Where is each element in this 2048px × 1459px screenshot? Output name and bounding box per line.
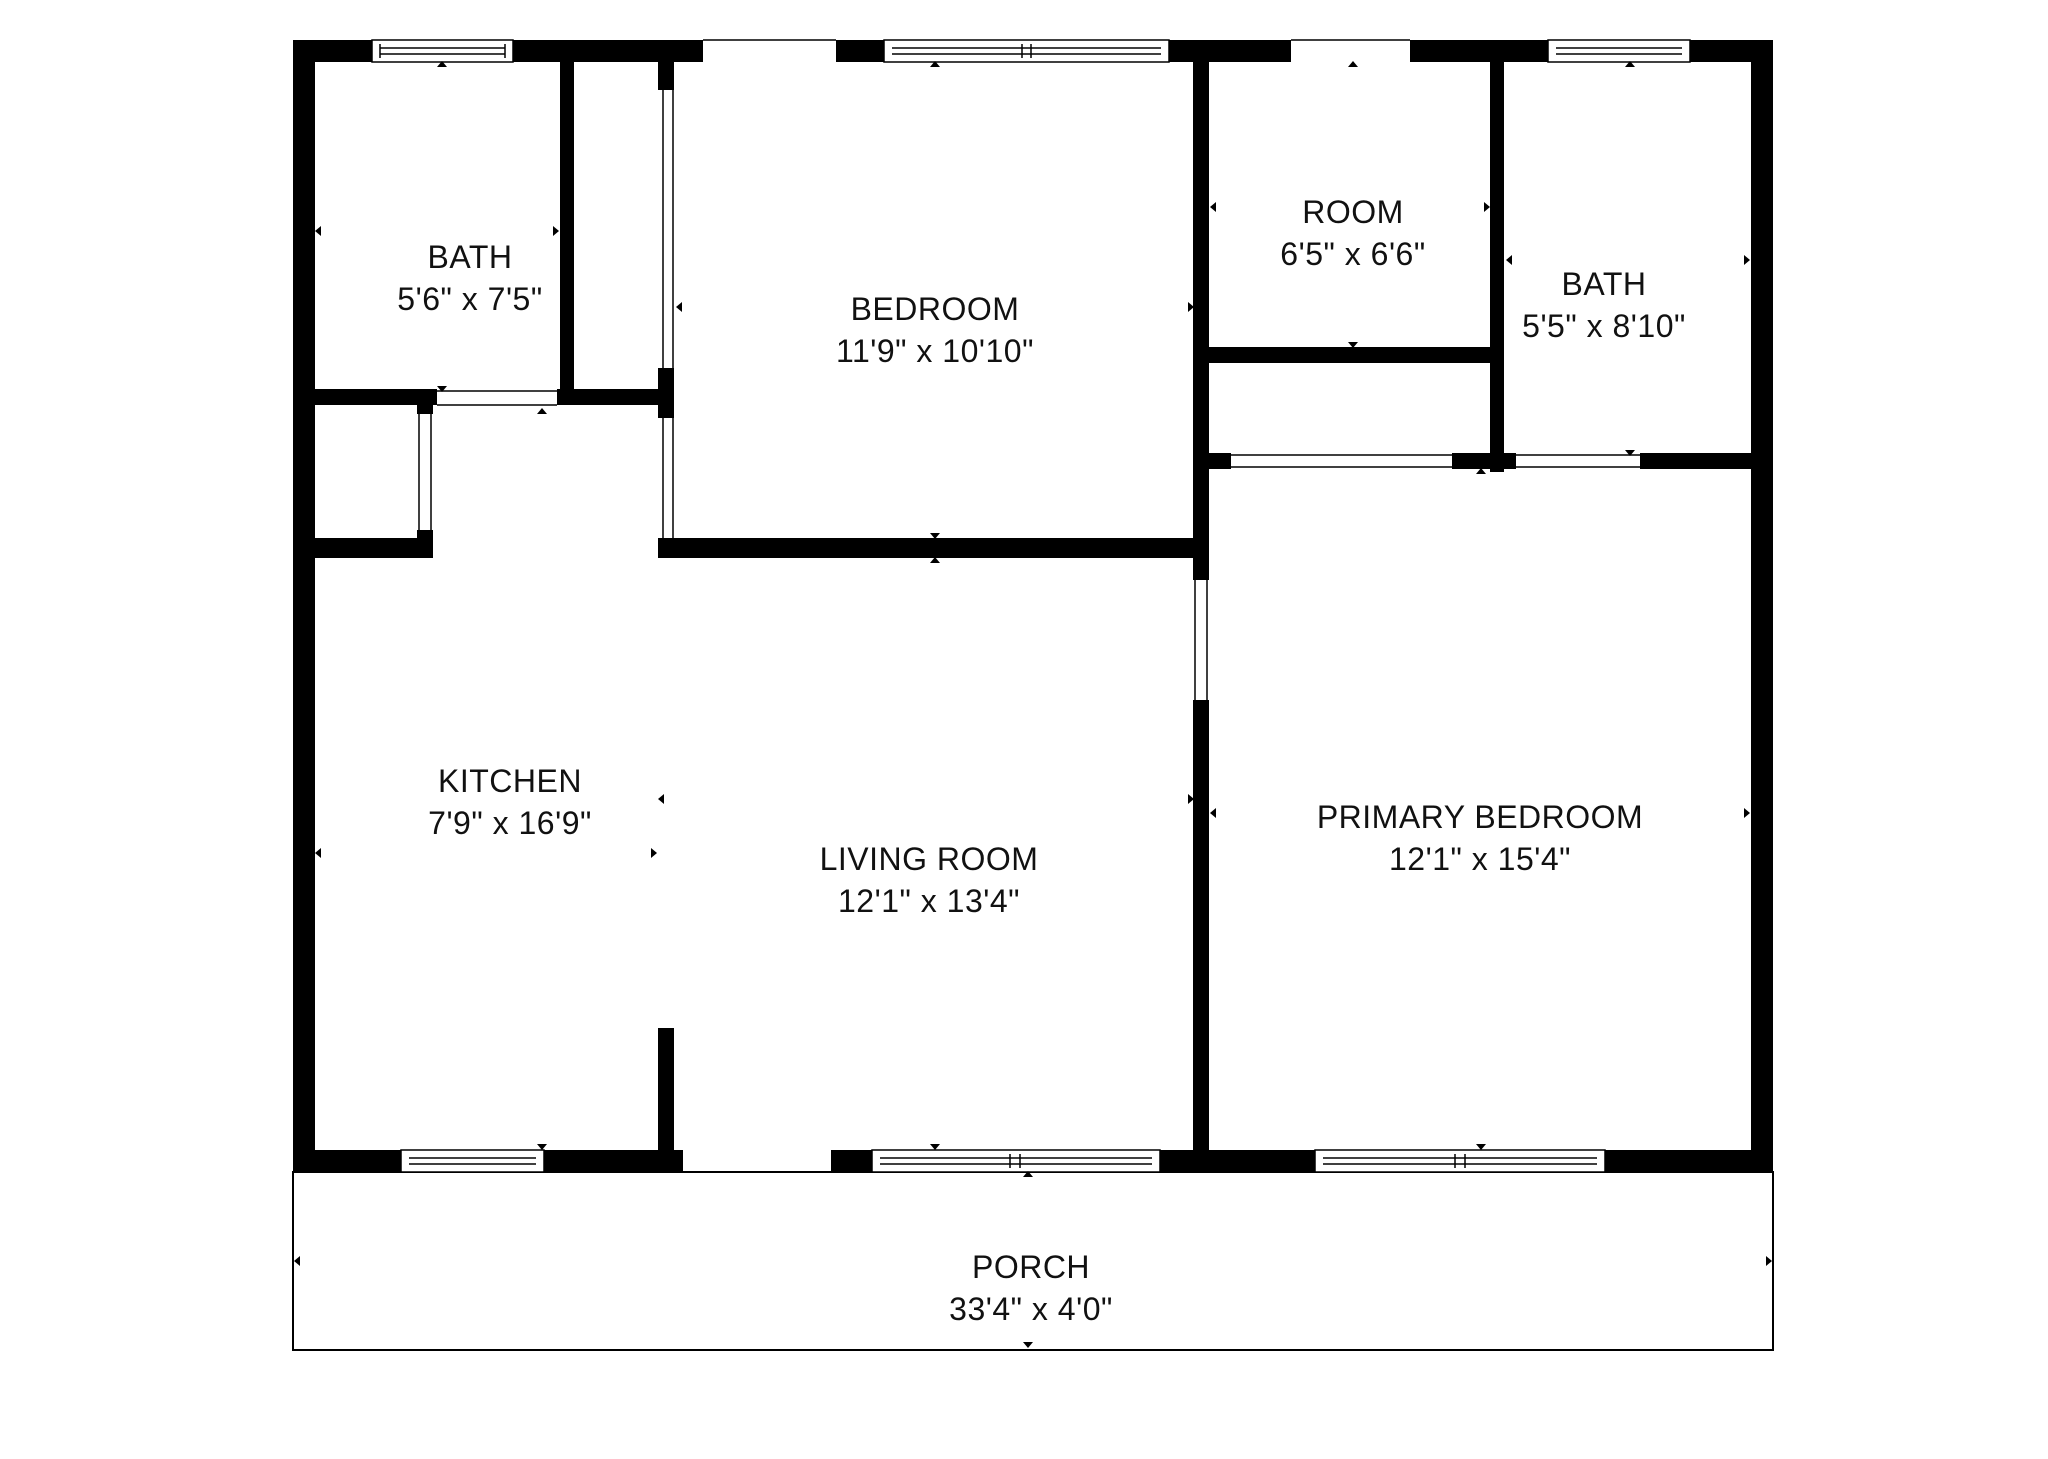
room-name-bath-2: BATH bbox=[1562, 266, 1647, 302]
window bbox=[371, 39, 514, 63]
wall-segment bbox=[1605, 1150, 1773, 1172]
wall-left bbox=[293, 40, 315, 1172]
window bbox=[883, 39, 1170, 63]
wall-segment bbox=[1490, 60, 1504, 472]
wall-segment bbox=[1209, 347, 1504, 363]
wall-segment bbox=[658, 538, 1200, 558]
wall-segment bbox=[1193, 60, 1209, 580]
wall-segment bbox=[1193, 453, 1231, 469]
room-name-bath-1: BATH bbox=[428, 239, 513, 275]
room-name-kitchen: KITCHEN bbox=[438, 763, 582, 799]
room-dims-bedroom: 11'9" x 10'10" bbox=[836, 333, 1034, 369]
window bbox=[1547, 39, 1691, 63]
room-dims-primary-bedroom: 12'1" x 15'4" bbox=[1389, 841, 1571, 877]
room-name-room: ROOM bbox=[1302, 194, 1404, 230]
wall-segment bbox=[1169, 40, 1291, 62]
windows bbox=[371, 39, 1691, 1173]
wall-segment bbox=[658, 1028, 674, 1172]
wall-segment bbox=[1410, 40, 1548, 62]
wall-segment bbox=[513, 40, 703, 62]
wall-segment bbox=[417, 400, 433, 414]
room-dims-bath-2: 5'5" x 8'10" bbox=[1522, 308, 1686, 344]
wall-segment bbox=[836, 40, 884, 62]
wall-segment bbox=[557, 389, 674, 405]
door-openings bbox=[418, 39, 1640, 1173]
room-name-living-room: LIVING ROOM bbox=[820, 841, 1039, 877]
wall-segment bbox=[1160, 1150, 1315, 1172]
wall-segment bbox=[293, 1150, 401, 1172]
window bbox=[871, 1149, 1161, 1173]
room-name-bedroom: BEDROOM bbox=[851, 291, 1020, 327]
room-dims-bath-1: 5'6" x 7'5" bbox=[397, 281, 542, 317]
walls bbox=[293, 40, 1773, 1172]
wall-segment bbox=[1193, 700, 1209, 1172]
wall-segment bbox=[1640, 453, 1773, 469]
room-labels: BATH 5'6" x 7'5" BEDROOM 11'9" x 10'10" … bbox=[397, 194, 1686, 1327]
wall-segment bbox=[560, 60, 574, 396]
wall-segment bbox=[417, 530, 433, 558]
wall-segment bbox=[658, 60, 674, 90]
window bbox=[400, 1149, 545, 1173]
room-dims-room: 6'5" x 6'6" bbox=[1280, 236, 1425, 272]
wall-segment bbox=[293, 538, 433, 558]
room-dims-kitchen: 7'9" x 16'9" bbox=[428, 805, 592, 841]
room-name-porch: PORCH bbox=[972, 1249, 1090, 1285]
wall-segment bbox=[544, 1150, 683, 1172]
room-dims-porch: 33'4" x 4'0" bbox=[949, 1291, 1113, 1327]
room-dims-living-room: 12'1" x 13'4" bbox=[838, 883, 1020, 919]
wall-segment bbox=[1452, 453, 1516, 469]
wall-segment bbox=[293, 389, 437, 405]
wall-right bbox=[1751, 40, 1773, 1172]
room-name-primary-bedroom: PRIMARY BEDROOM bbox=[1317, 799, 1643, 835]
wall-segment bbox=[831, 1150, 872, 1172]
dimension-markers bbox=[294, 61, 1772, 1348]
window bbox=[1314, 1149, 1606, 1173]
